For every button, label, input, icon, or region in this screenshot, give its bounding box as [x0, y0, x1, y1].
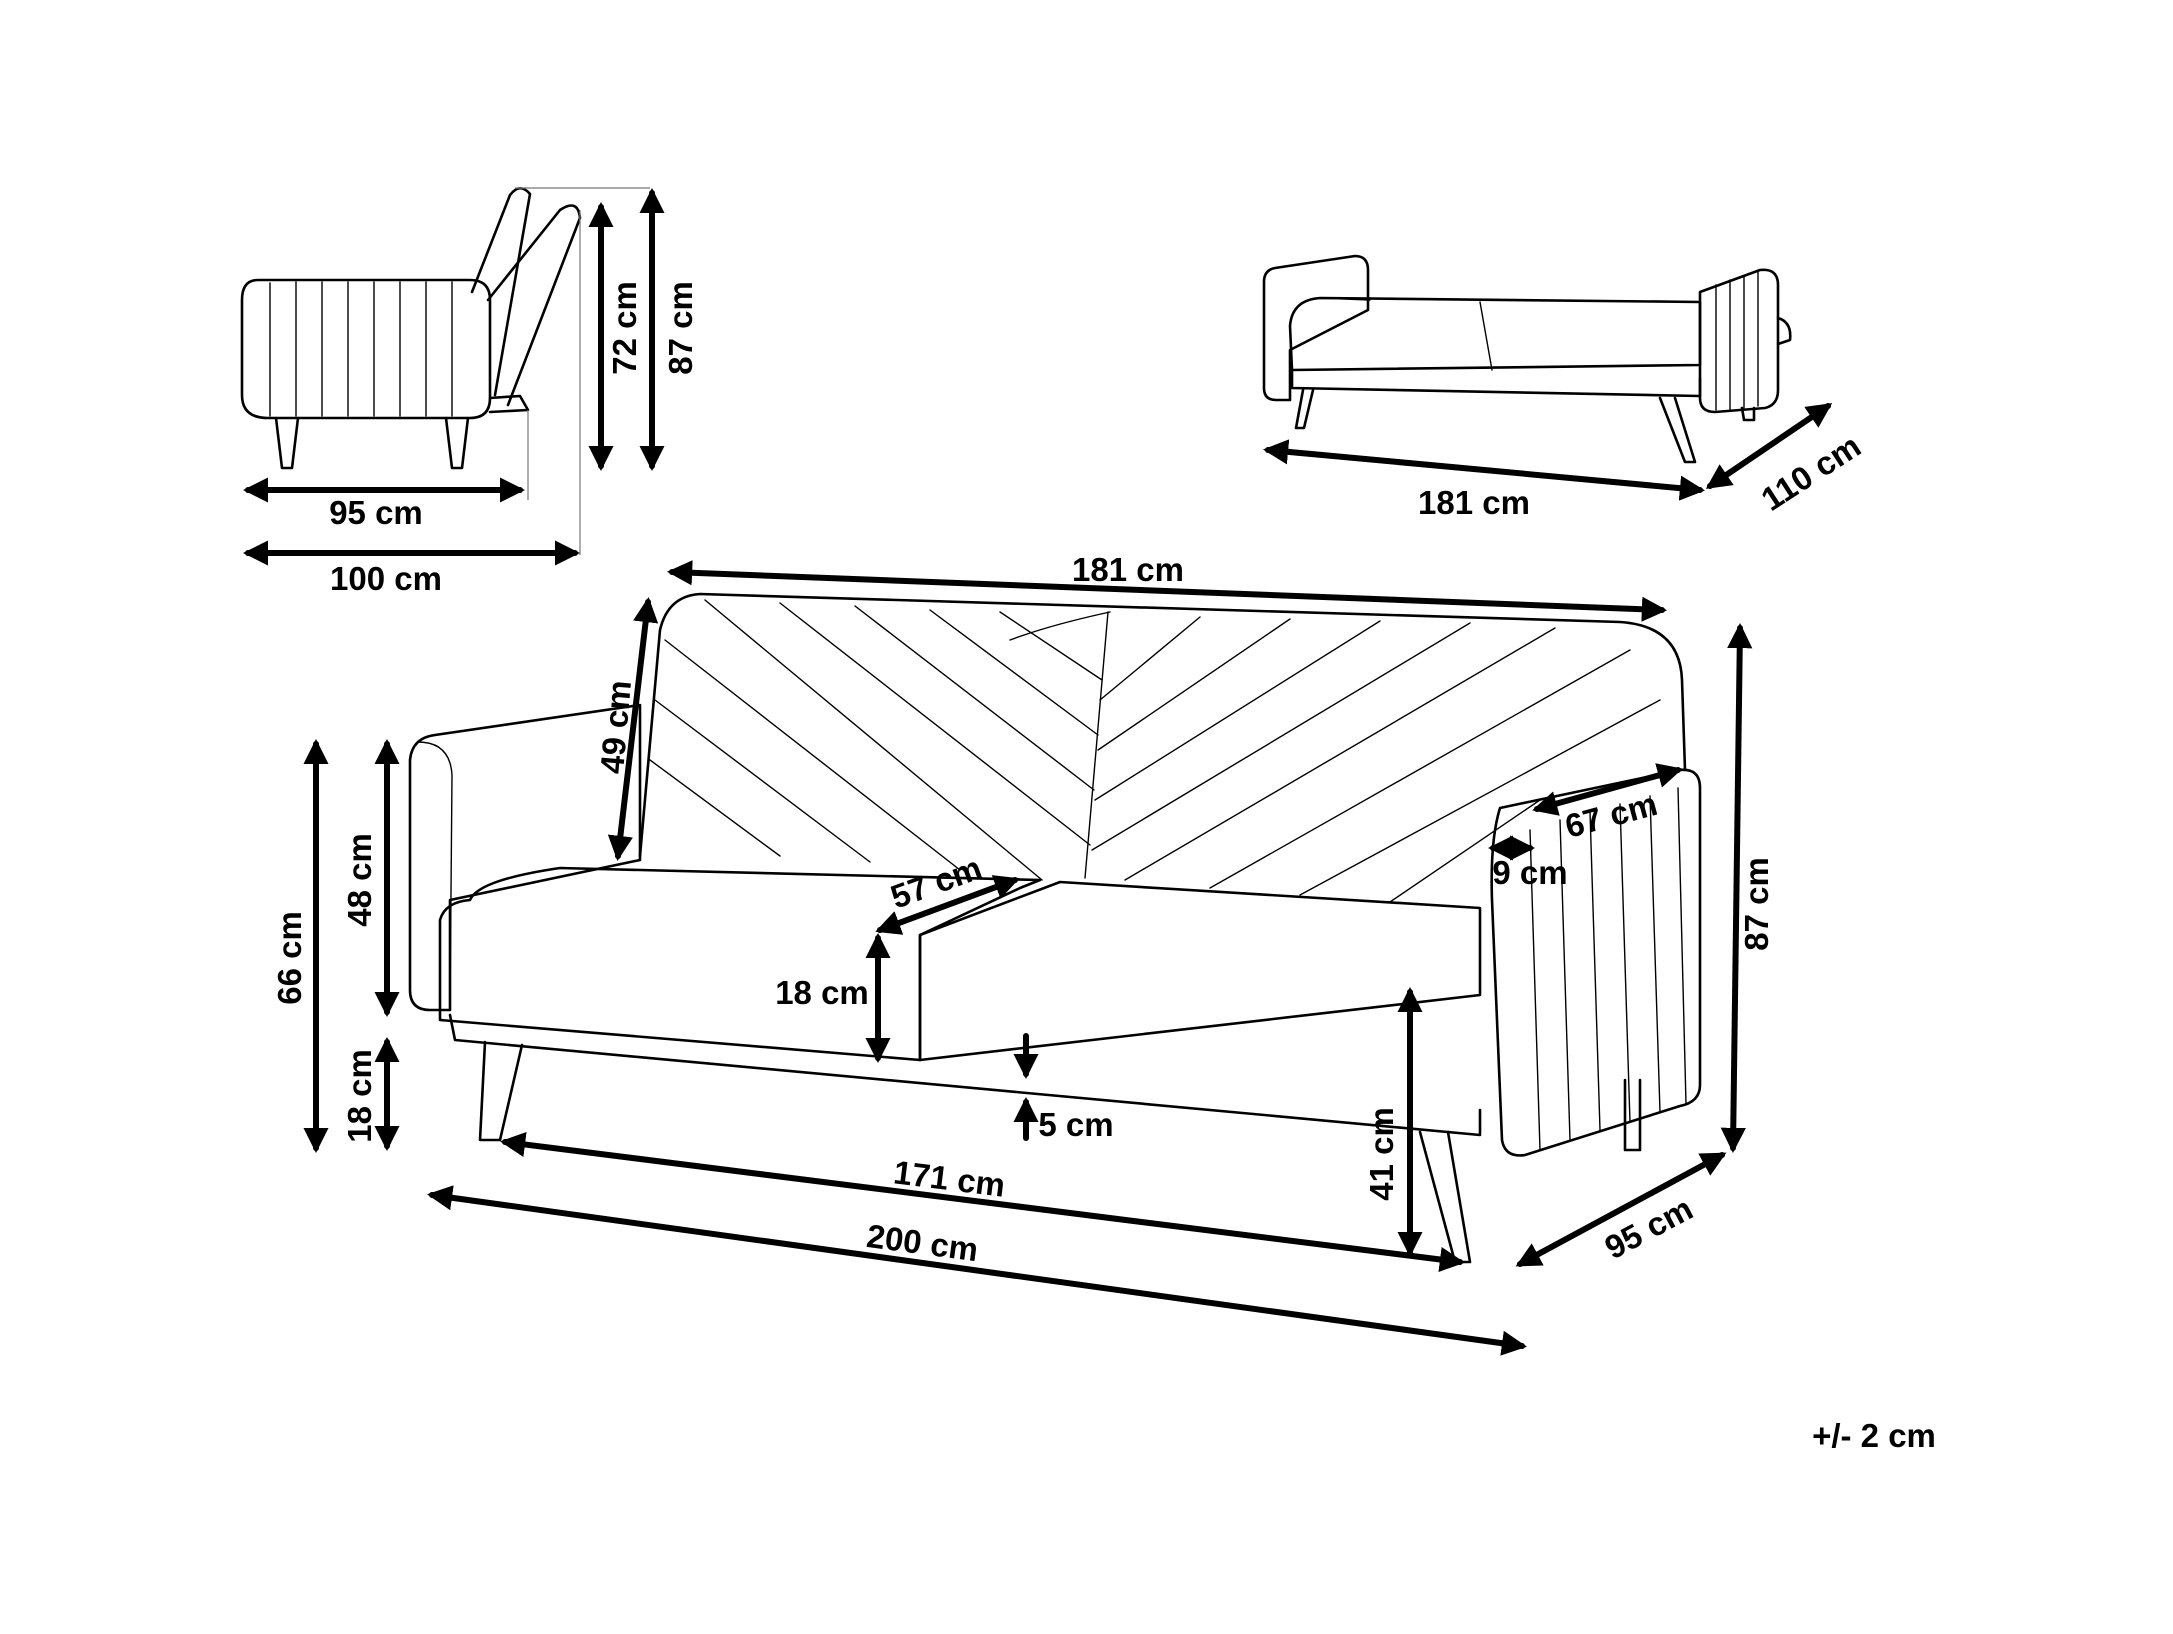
label-side-total-height: 87 cm: [662, 281, 699, 375]
label-bed-depth: 110 cm: [1754, 427, 1866, 518]
label-armrest-width: 9 cm: [1492, 854, 1567, 891]
dimension-labels: 95 cm 100 cm 72 cm 87 cm 181 cm 110 cm 1…: [271, 281, 1936, 1454]
label-total-depth: 95 cm: [1599, 1190, 1699, 1267]
label-cushion-height: 18 cm: [775, 974, 869, 1011]
label-seat-height-from-legs: 48 cm: [341, 833, 378, 927]
label-side-depth-seat: 95 cm: [329, 494, 423, 531]
label-backrest-height: 49 cm: [593, 679, 638, 775]
label-total-height: 87 cm: [1738, 857, 1775, 951]
label-seat-floor-height: 41 cm: [1363, 1107, 1400, 1201]
arrow-total-width: [427, 1185, 1527, 1356]
tolerance-note: +/- 2 cm: [1812, 1417, 1936, 1454]
dimension-arrows: [242, 187, 1833, 1356]
label-seat-depth: 57 cm: [886, 849, 987, 916]
arrow-total-depth: [1515, 1152, 1727, 1267]
front-view-drawing: [408, 592, 1702, 1264]
label-backrest-width: 181 cm: [1072, 551, 1184, 588]
label-armrest-depth: 67 cm: [1561, 785, 1661, 845]
label-seat-width: 171 cm: [892, 1153, 1008, 1203]
arrow-total-height: [1720, 622, 1753, 1154]
label-side-back-height: 72 cm: [606, 281, 643, 375]
arrow-seat-depth: [875, 875, 1020, 935]
armrest-stitching: [1529, 787, 1687, 1151]
label-armrest-height: 66 cm: [271, 911, 308, 1005]
bed-view-drawing: [1262, 254, 1792, 464]
backrest-stitching: [649, 599, 1661, 903]
label-leg-height: 18 cm: [341, 1049, 378, 1143]
arrow-seat-width: [499, 1132, 1466, 1272]
label-bed-width: 181 cm: [1418, 484, 1530, 521]
arrow-backrest-height: [607, 596, 659, 862]
arrow-armrest-depth: [1532, 763, 1683, 816]
label-base-thickness: 5 cm: [1038, 1106, 1113, 1143]
label-side-depth-total: 100 cm: [330, 560, 442, 597]
label-total-width: 200 cm: [865, 1217, 981, 1268]
arrow-bed-depth: [1705, 403, 1833, 489]
arrow-backrest-width: [666, 560, 1668, 622]
arrow-bed-width: [1262, 439, 1706, 501]
side-view-drawing: [240, 186, 650, 555]
